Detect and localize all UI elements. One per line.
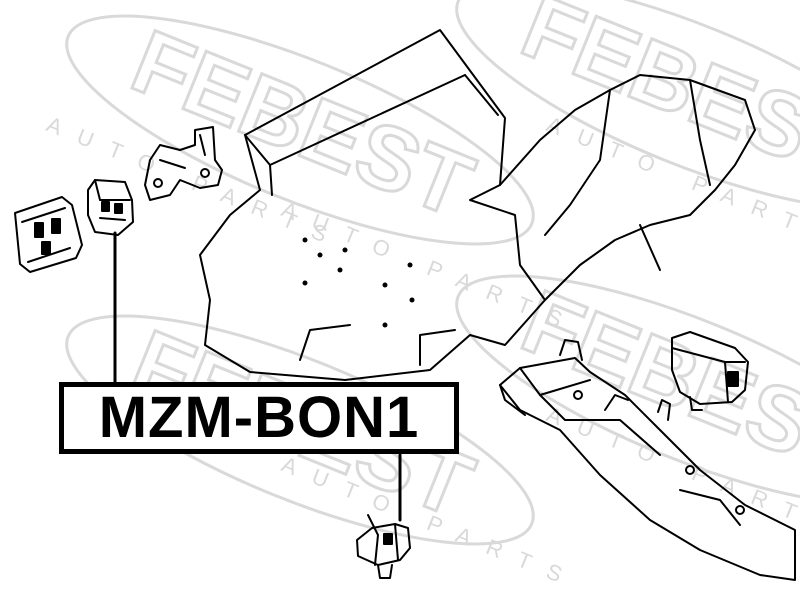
- engine-mount-left-icon: [14, 196, 83, 273]
- engine-bolt-holes: [302, 237, 415, 328]
- mount-bracket-icon: [144, 126, 223, 201]
- part-number-label: MZM-BON1: [59, 382, 459, 454]
- engine-mount-right-icon: [671, 331, 749, 411]
- subframe-icon: [499, 339, 796, 581]
- engine-mount-bottom-icon: [356, 514, 411, 579]
- engine-mount-icon: [87, 179, 134, 236]
- engine-outline-icon: [199, 29, 756, 381]
- part-number-text: MZM-BON1: [98, 385, 420, 450]
